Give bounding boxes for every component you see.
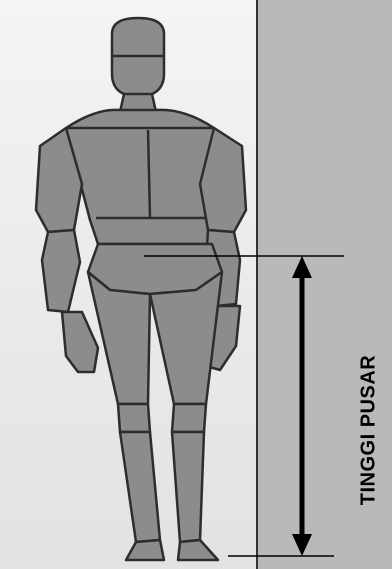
human-figure: [36, 18, 246, 560]
left-forearm: [42, 230, 80, 312]
left-knee: [118, 404, 150, 432]
left-shin: [120, 432, 160, 542]
right-shin: [172, 432, 204, 542]
arrow-head-top: [292, 256, 312, 278]
arrow-head-bottom: [292, 534, 312, 556]
measurement-label: TINGGI PUSAR: [358, 355, 381, 505]
right-knee: [172, 404, 206, 432]
left-foot: [126, 540, 164, 560]
figure-torso: [66, 110, 218, 244]
right-foot: [178, 540, 218, 560]
measurement-arrow: [292, 256, 312, 556]
left-hand: [62, 312, 98, 372]
